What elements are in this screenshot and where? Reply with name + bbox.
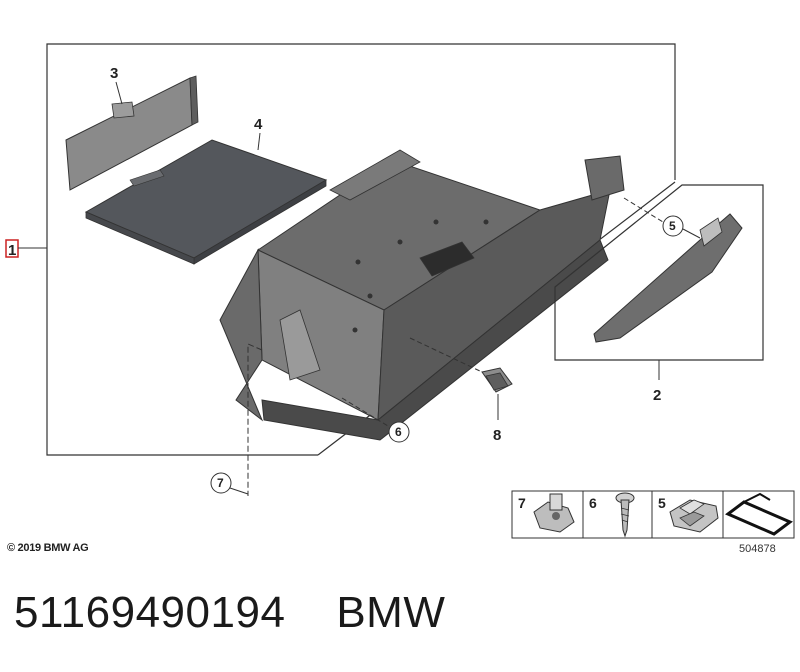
part-2-trim-strip[interactable] — [593, 213, 743, 343]
part-8-clip[interactable] — [481, 367, 513, 393]
brand-name: BMW — [336, 588, 446, 637]
callout-2[interactable]: 2 — [653, 387, 661, 404]
callout-7-leader — [247, 343, 263, 496]
part-3-cover-flap[interactable] — [65, 75, 199, 191]
callout-3[interactable]: 3 — [110, 65, 118, 82]
strip-item-7-number: 7 — [518, 495, 526, 511]
part-4-tray-mat[interactable] — [84, 139, 328, 265]
strip-item-5-number: 5 — [658, 495, 666, 511]
assembly-frame — [46, 43, 676, 456]
strip-mat-icon[interactable] — [725, 492, 793, 536]
strip-item-6-screw-icon[interactable] — [615, 492, 635, 538]
callout-6-leader — [341, 397, 389, 427]
callout-1[interactable]: 1 — [8, 242, 16, 259]
callout-5-circle[interactable] — [662, 215, 684, 237]
detail-frame-2 — [554, 184, 764, 361]
parts-diagram: 1 3 4 2 5 — [5, 43, 795, 555]
callout-6-circle[interactable] — [388, 421, 410, 443]
callout-5-leader — [623, 197, 664, 223]
callout-6[interactable]: 6 — [395, 425, 402, 439]
callout-7[interactable]: 7 — [217, 476, 224, 490]
callout-5[interactable]: 5 — [669, 219, 676, 233]
callout-3-leader — [115, 81, 123, 105]
callout-8-leader-a — [409, 337, 483, 373]
footer-caption: 51169490194 BMW — [14, 588, 445, 638]
callout-5-leader-b — [682, 228, 701, 239]
glovebox-housing[interactable] — [219, 149, 625, 441]
callout-4-leader — [257, 132, 261, 151]
strip-item-7-nut-icon[interactable] — [533, 493, 575, 533]
strip-item-6-number: 6 — [589, 495, 597, 511]
part-number: 51169490194 — [14, 588, 286, 637]
copyright-text: © 2019 BMW AG — [7, 542, 89, 554]
strip-item-5-clip-icon[interactable] — [669, 499, 719, 533]
reference-number: 504878 — [739, 543, 776, 555]
callout-7-leader-b — [229, 487, 249, 495]
callout-7-circle[interactable] — [210, 472, 232, 494]
callout-4[interactable]: 4 — [254, 116, 263, 133]
parts-strip: 7 6 5 — [511, 490, 795, 539]
callout-8[interactable]: 8 — [493, 427, 501, 444]
